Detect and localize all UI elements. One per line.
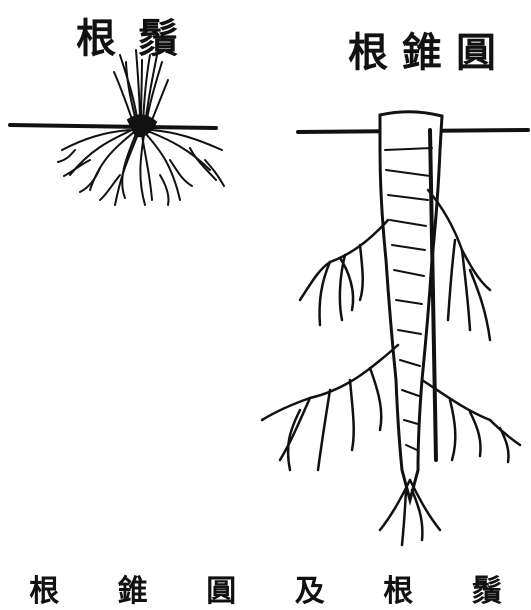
lateral-roots-upper-left <box>300 220 388 325</box>
tap-root-drawing <box>262 112 528 545</box>
fibrous-root-drawing <box>10 50 224 205</box>
figure-caption: 根 錐 圓 及 根 鬚 <box>0 566 531 610</box>
grass-blades <box>114 50 168 125</box>
ground-line-left <box>10 125 216 128</box>
caption-char: 及 <box>295 566 325 610</box>
caption-char: 圓 <box>206 566 236 610</box>
caption-char: 錐 <box>118 566 148 610</box>
caption-char: 鬚 <box>472 566 502 610</box>
lateral-roots-lower-left <box>262 345 398 470</box>
caption-char: 根 <box>383 566 413 610</box>
fibrous-roots <box>58 130 224 205</box>
caption-char: 根 <box>29 566 59 610</box>
